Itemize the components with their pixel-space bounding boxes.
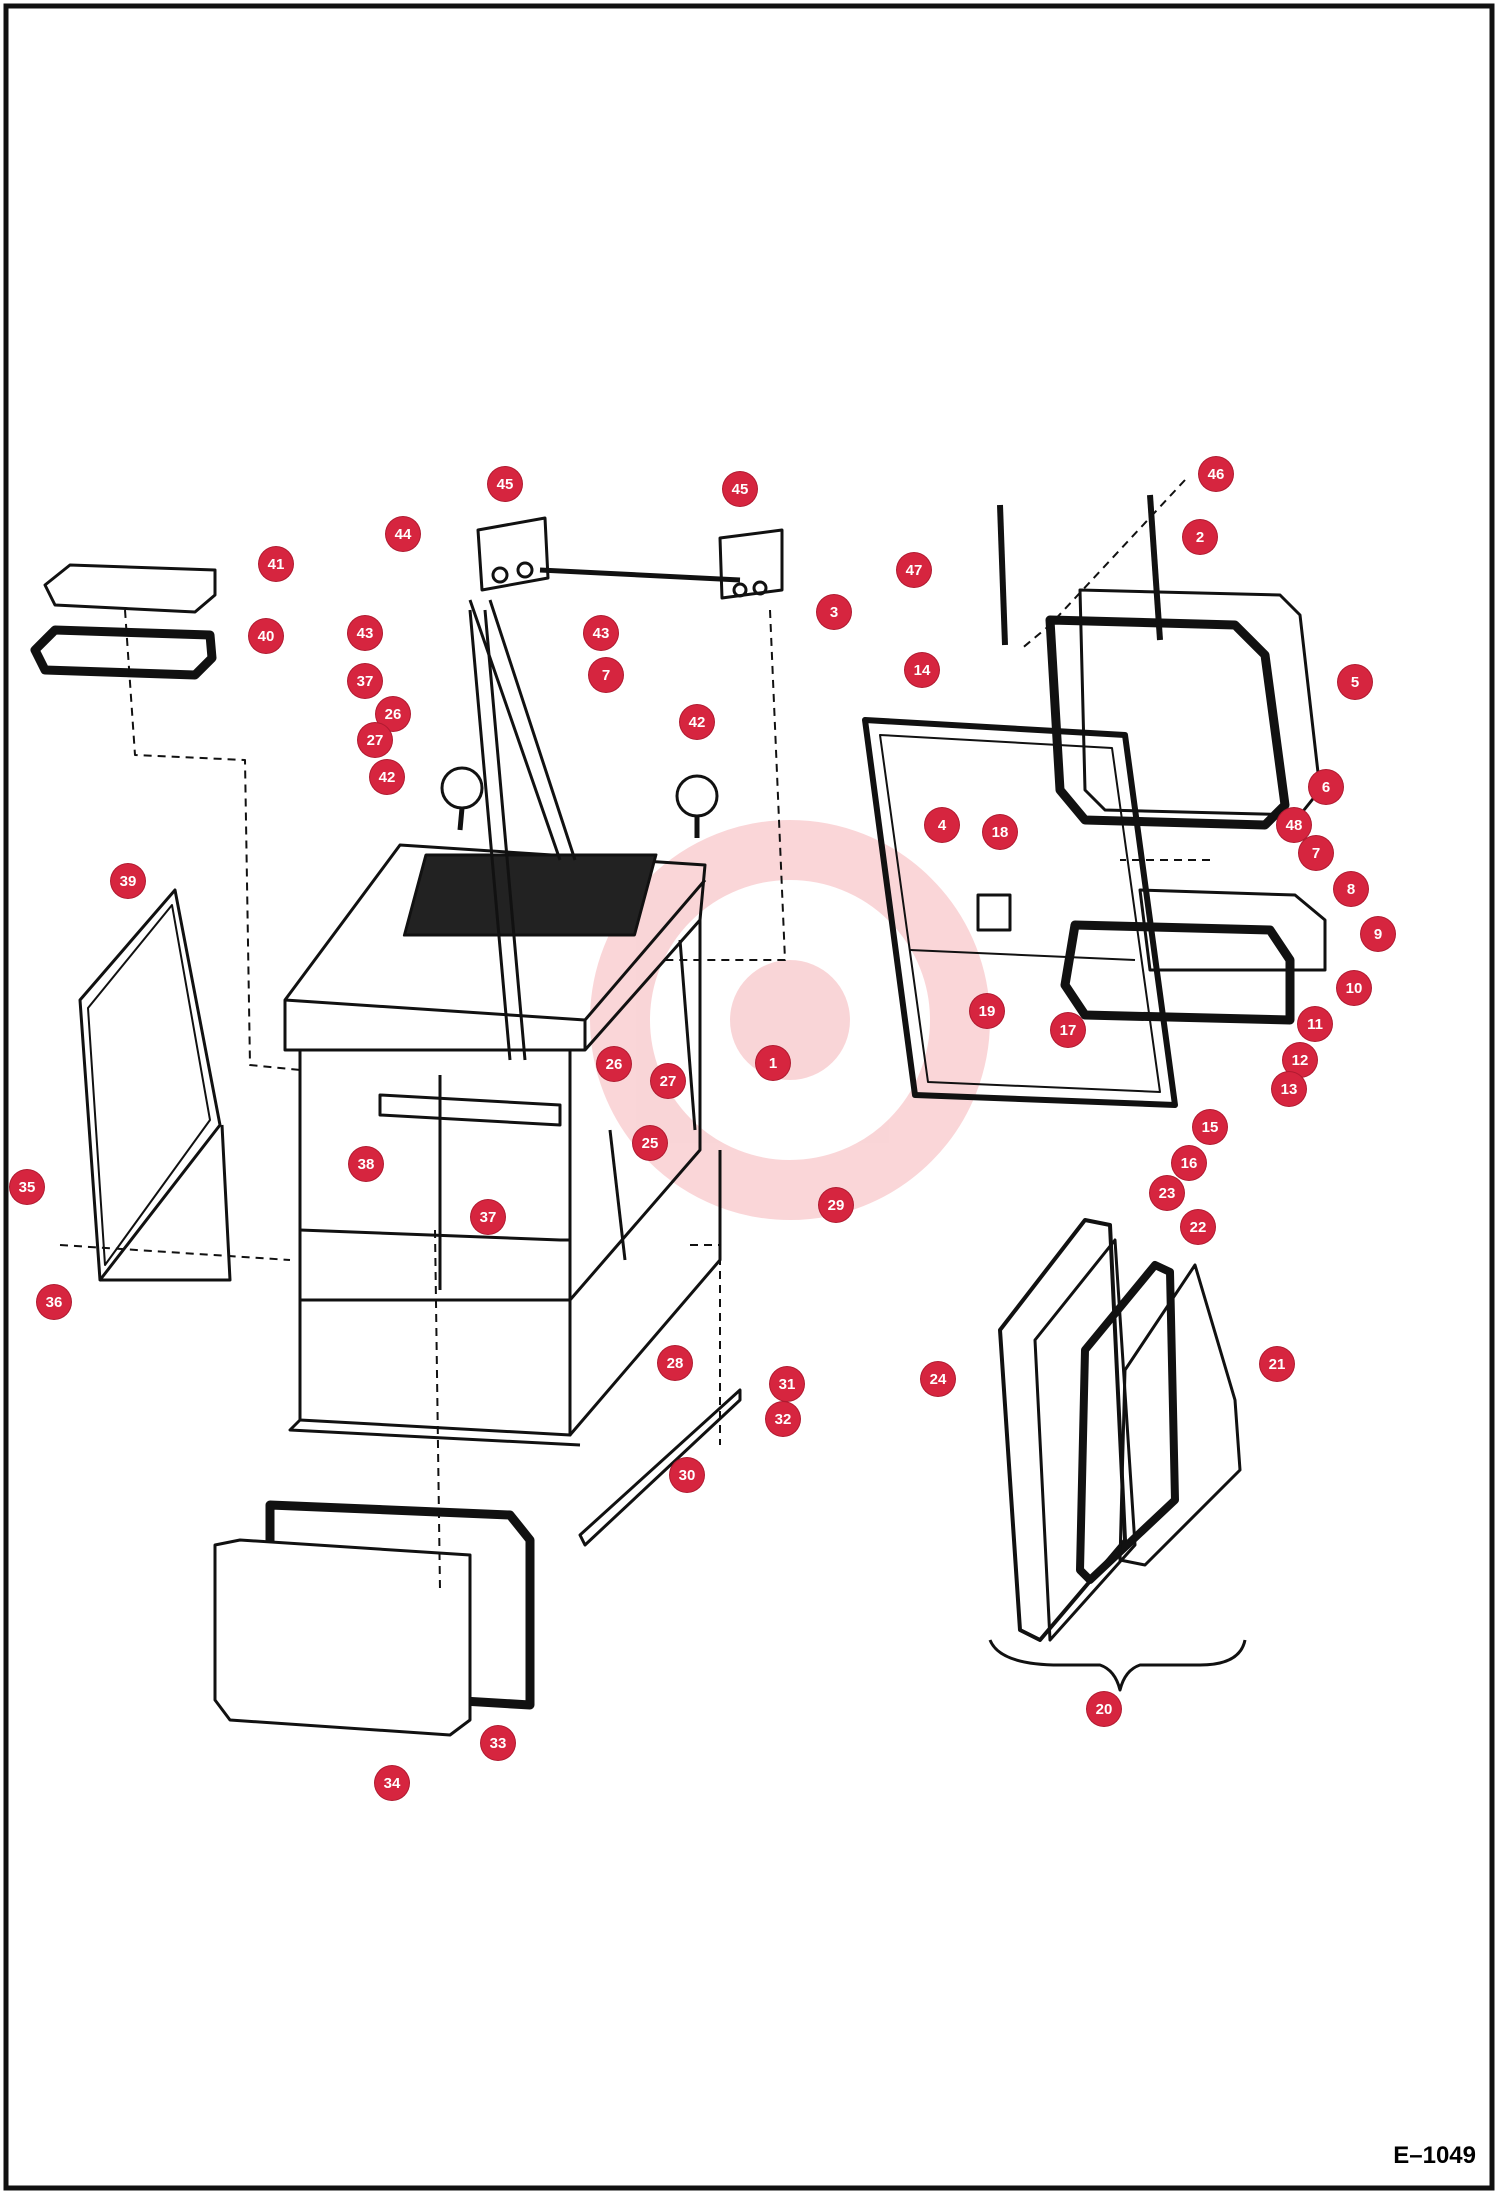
callout-16[interactable]: 16: [1172, 1146, 1206, 1180]
rear-posts: [468, 567, 741, 1061]
callout-45-right[interactable]: 45: [723, 472, 757, 506]
callout-13[interactable]: 13: [1272, 1072, 1306, 1106]
callout-41[interactable]: 41: [259, 547, 293, 581]
callout-33[interactable]: 33: [481, 1726, 515, 1760]
callout-22[interactable]: 22: [1181, 1210, 1215, 1244]
callout-15[interactable]: 15: [1193, 1110, 1227, 1144]
top-window-glass: [43, 563, 217, 614]
callout-27-roof[interactable]: 27: [358, 723, 392, 757]
callout-18[interactable]: 18: [983, 815, 1017, 849]
callout-19[interactable]: 19: [970, 994, 1004, 1028]
callout-45-left[interactable]: 45: [488, 467, 522, 501]
callout-32[interactable]: 32: [766, 1402, 800, 1436]
callout-3[interactable]: 3: [817, 595, 851, 629]
cab-body: [283, 843, 722, 1447]
callout-5[interactable]: 5: [1338, 665, 1372, 699]
rear-screen: [78, 888, 232, 1282]
page-frame: [3, 3, 1495, 2191]
door-lower-seal: [1060, 920, 1295, 1025]
door-frame: [862, 717, 1178, 1108]
gas-strut-right: [1147, 494, 1163, 641]
callout-26-cab[interactable]: 26: [597, 1047, 631, 1081]
callout-39[interactable]: 39: [111, 864, 145, 898]
drawing-code: E–1049: [1393, 2142, 1476, 2169]
callout-24[interactable]: 24: [921, 1362, 955, 1396]
callout-25[interactable]: 25: [633, 1126, 667, 1160]
callout-11[interactable]: 11: [1298, 1007, 1332, 1041]
door-upper-seal: [1045, 615, 1290, 830]
assembly-brace-20: [988, 1639, 1247, 1692]
callout-10[interactable]: 10: [1337, 971, 1371, 1005]
side-window-frame: [998, 1218, 1137, 1642]
callout-4[interactable]: 4: [925, 808, 959, 842]
speaker-bracket-left: [476, 516, 550, 592]
callout-34[interactable]: 34: [375, 1766, 409, 1800]
callout-23[interactable]: 23: [1150, 1176, 1184, 1210]
speaker-bracket-right: [718, 528, 784, 600]
callout-36[interactable]: 36: [37, 1285, 71, 1319]
callout-42-right[interactable]: 42: [680, 705, 714, 739]
watermark-gear-logo: [590, 820, 990, 1220]
rear-window-glass: [213, 1538, 472, 1737]
callout-37-roof[interactable]: 37: [348, 664, 382, 698]
callout-35[interactable]: 35: [10, 1170, 44, 1204]
callout-29[interactable]: 29: [819, 1188, 853, 1222]
callout-30[interactable]: 30: [670, 1458, 704, 1492]
callout-21[interactable]: 21: [1260, 1347, 1294, 1381]
dome-light-left: [440, 766, 484, 831]
callout-48[interactable]: 48: [1277, 808, 1311, 842]
callout-27-cab[interactable]: 27: [651, 1064, 685, 1098]
callout-40[interactable]: 40: [249, 619, 283, 653]
callout-28[interactable]: 28: [658, 1346, 692, 1380]
callout-8[interactable]: 8: [1334, 872, 1368, 906]
callout-7-roof[interactable]: 7: [589, 658, 623, 692]
callout-1[interactable]: 1: [756, 1046, 790, 1080]
callout-44[interactable]: 44: [386, 517, 420, 551]
side-window-glass: [1118, 1263, 1242, 1567]
callout-38[interactable]: 38: [349, 1147, 383, 1181]
top-window-seal: [30, 625, 217, 680]
callout-37-cab[interactable]: 37: [471, 1200, 505, 1234]
sill-bar: [578, 1388, 742, 1547]
callout-7-door[interactable]: 7: [1299, 836, 1333, 870]
callout-42-left[interactable]: 42: [370, 760, 404, 794]
callout-17[interactable]: 17: [1051, 1013, 1085, 1047]
leader-lines: [59, 479, 1210, 1591]
callout-6[interactable]: 6: [1309, 770, 1343, 804]
door-lower-glass: [1138, 888, 1327, 972]
callout-43-right[interactable]: 43: [584, 616, 618, 650]
callout-31[interactable]: 31: [770, 1367, 804, 1401]
callout-46[interactable]: 46: [1199, 457, 1233, 491]
side-window-seal: [1076, 1261, 1179, 1584]
callout-2[interactable]: 2: [1183, 520, 1217, 554]
callout-14[interactable]: 14: [905, 653, 939, 687]
gas-strut-left: [997, 504, 1008, 646]
callout-43-left[interactable]: 43: [348, 616, 382, 650]
callout-12[interactable]: 12: [1283, 1043, 1317, 1077]
callout-9[interactable]: 9: [1361, 917, 1395, 951]
callout-47[interactable]: 47: [897, 553, 931, 587]
dome-light-right: [675, 774, 719, 838]
callout-20[interactable]: 20: [1087, 1692, 1121, 1726]
door-upper-glass: [1078, 588, 1322, 817]
